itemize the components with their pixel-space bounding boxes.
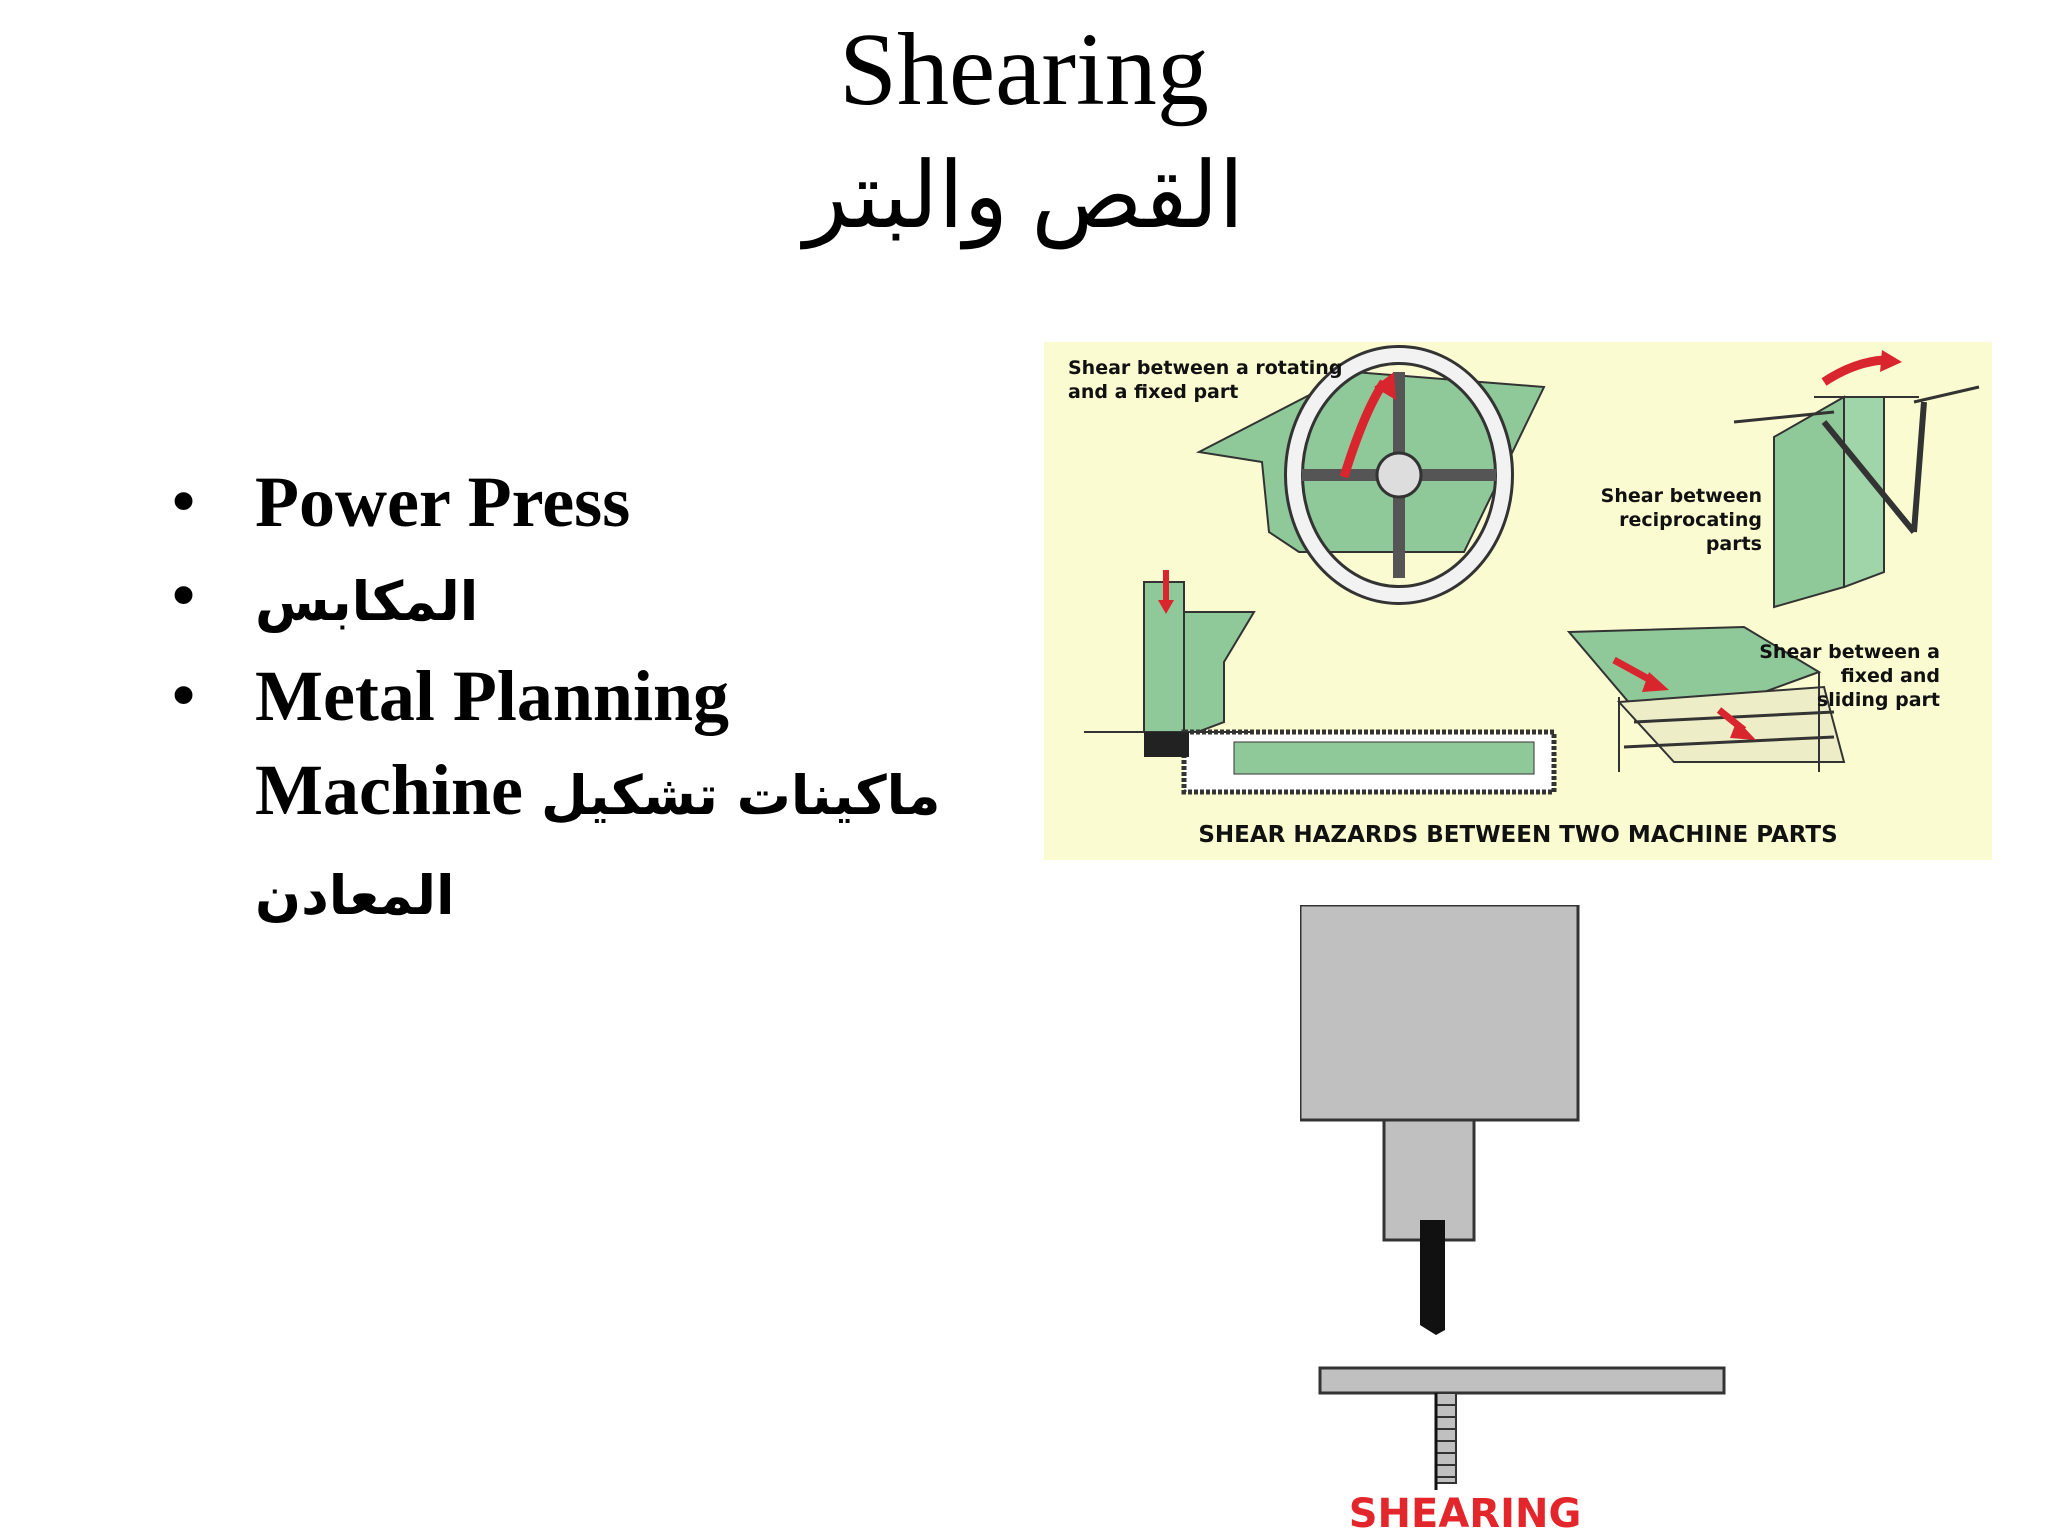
bullet-list: Power Press المكابس Metal Planning Machi… [170, 455, 970, 943]
shear-hazards-illustration: Shear between a rotating and a fixed par… [1044, 342, 1992, 860]
shearing-caption: SHEARING [1349, 1491, 1582, 1535]
label-reciprocating: parts [1706, 533, 1762, 555]
guillotine-hazard [1084, 570, 1557, 795]
bullet-text-arabic: المعادن [255, 864, 455, 927]
label-reciprocating: reciprocating [1619, 509, 1762, 531]
label-rotating: Shear between a rotating [1068, 357, 1342, 379]
hazards-caption: SHEAR HAZARDS BETWEEN TWO MACHINE PARTS [1198, 822, 1837, 848]
bullet-text-arabic: ماكينات تشكيل [540, 764, 941, 827]
slide-title: Shearing [839, 12, 1209, 127]
sliding-hazard [1566, 625, 1846, 772]
bullet-text-arabic: المكابس [255, 570, 479, 633]
press-ram [1300, 905, 1580, 1122]
rotating-wheel-hazard [1195, 345, 1546, 605]
label-sliding: fixed and [1841, 665, 1940, 687]
slide-title-arabic: القص والبتر [803, 145, 1245, 247]
label-reciprocating: Shear between [1601, 485, 1762, 507]
hazard-labels: Shear between a rotating and a fixed par… [1068, 357, 1940, 848]
shear-blade [1420, 1220, 1445, 1335]
shearing-diagram: SHEARING [1300, 905, 1726, 1535]
support-spring [1435, 1392, 1457, 1484]
bullet-item: المكابس [170, 549, 970, 649]
reciprocating-arrow-icon [1821, 355, 1885, 386]
sheet-metal [1318, 1366, 1726, 1395]
bullet-text: Power Press [255, 462, 631, 542]
label-rotating: and a fixed part [1068, 381, 1238, 403]
reciprocating-hazard [1733, 350, 1980, 609]
label-sliding: sliding part [1817, 689, 1940, 711]
bullet-text: Metal Planning [255, 656, 730, 736]
label-sliding: Shear between a [1759, 641, 1940, 663]
bullet-text: Machine [255, 750, 523, 830]
bullet-item: Metal Planning Machine ماكينات تشكيل الم… [170, 649, 970, 943]
bullet-item: Power Press [170, 455, 970, 549]
